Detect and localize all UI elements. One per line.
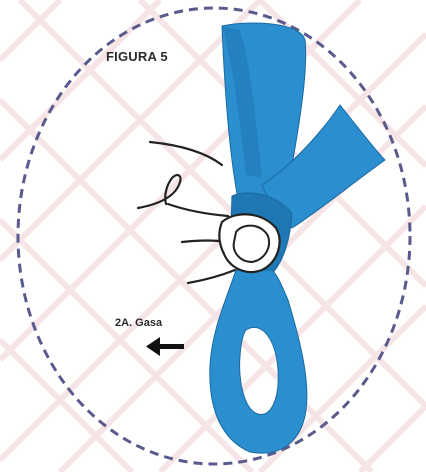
callout-label: 2A. Gasa [115,317,162,329]
thumbnail [234,226,269,262]
thumb [219,214,279,272]
figure-title: FIGURA 5 [106,49,168,64]
